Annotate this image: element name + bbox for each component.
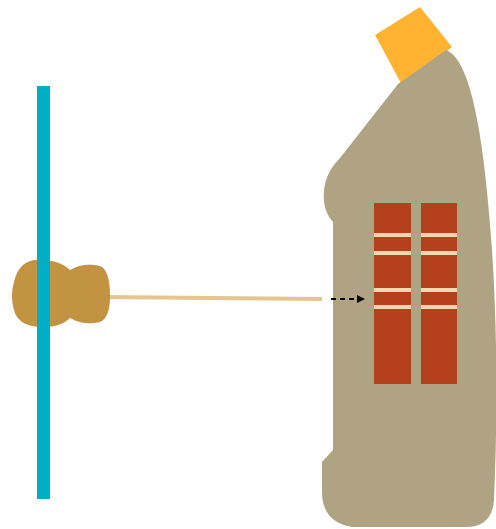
label-stripe [374,288,411,292]
string-line [105,297,322,299]
label-stripe [374,305,411,309]
label-stripe [374,251,411,255]
label-panel-left [374,203,411,384]
label-stripe [421,288,457,292]
suction-plug [12,260,110,327]
label-stripe [421,305,457,309]
label-stripe [421,251,457,255]
vertical-pole [37,86,50,499]
label-panel-right [421,203,457,384]
label-stripe [374,233,411,237]
label-stripe [421,233,457,237]
